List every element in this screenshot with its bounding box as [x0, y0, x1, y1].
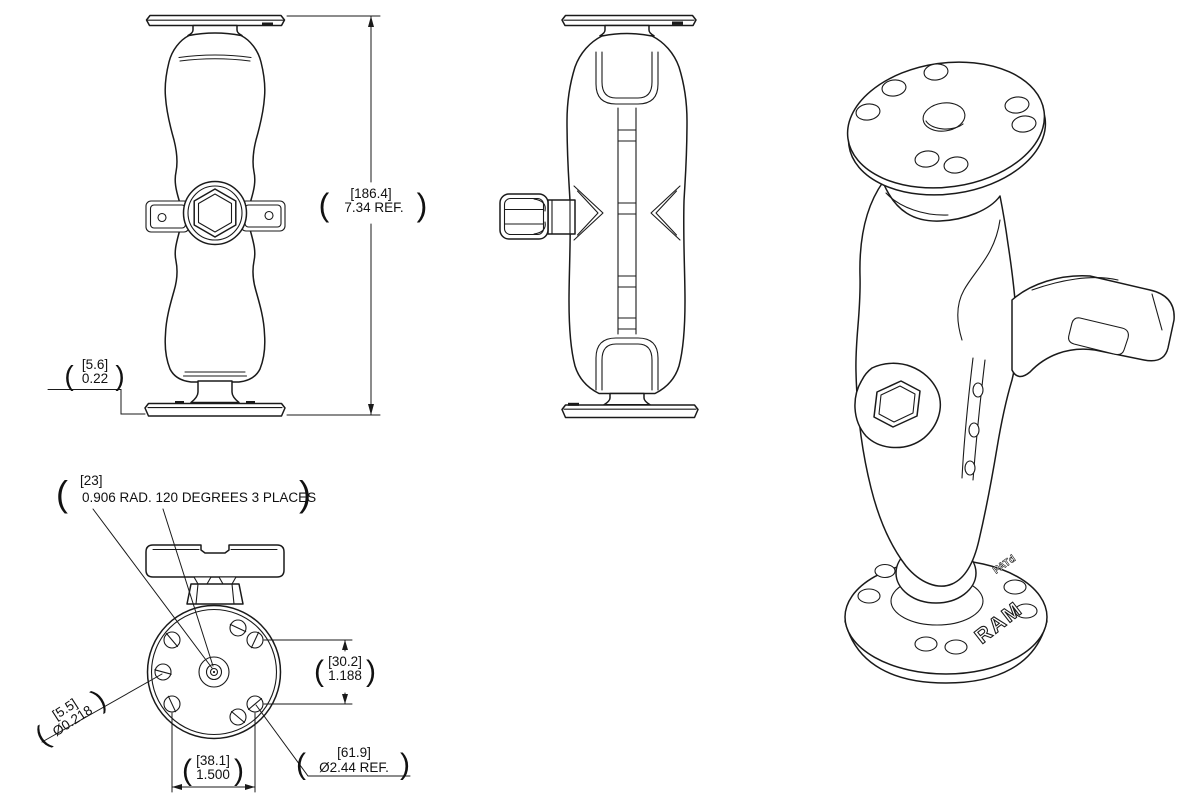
iso-hex-boss [854, 362, 942, 449]
paren: ( [64, 360, 74, 391]
dimension-hole-spacing-width: ( [38.1] 1.500 ) [171, 712, 256, 793]
paren: ( [296, 748, 306, 781]
dimension-hole-spacing-height: ( [30.2] 1.188 ) [263, 639, 376, 705]
side-top-stem [599, 24, 655, 37]
paren: ) [234, 754, 244, 787]
front-bottom-ball-seam [182, 371, 248, 377]
paren: ( [56, 473, 68, 514]
bottom-plate-inner [150, 608, 278, 736]
front-top-plate-tab [262, 22, 273, 26]
front-bottom-stem [190, 380, 240, 404]
side-top-socket-cup [595, 51, 659, 105]
paren: ( [314, 655, 324, 688]
hole-spacing-height-metric: [30.2] [328, 654, 362, 669]
dimension-base-diameter: ( [61.9] Ø2.44 REF. ) [255, 704, 411, 781]
plate-thickness-imperial: 0.22 [82, 371, 108, 386]
paren: ) [299, 473, 311, 514]
side-knob-body [499, 193, 549, 240]
dimension-plate-thickness: ( [5.6] 0.22 ) [47, 357, 146, 415]
note-hole-pattern: ( [23] 0.906 RAD. 120 DEGREES 3 PLACES ) [56, 473, 316, 669]
side-right-notch [650, 185, 681, 241]
iso-top-plate [846, 61, 1047, 196]
side-clamp-channel [617, 107, 637, 335]
front-top-ball-seam [178, 54, 252, 62]
side-view [499, 14, 699, 419]
paren: ( [319, 187, 330, 223]
bottom-view [145, 544, 285, 740]
paren: ) [366, 655, 376, 688]
iso-arm-seam [957, 219, 1001, 341]
paren: ( [182, 754, 192, 787]
side-bottom-socket-cup [595, 337, 659, 391]
side-left-notch [573, 185, 604, 241]
base-diameter-metric: [61.9] [337, 745, 371, 760]
iso-bolt-channel [961, 357, 986, 481]
side-knob [499, 193, 576, 240]
bottom-screw-holes [154, 619, 264, 726]
base-diameter-imperial: Ø2.44 REF. [319, 760, 389, 775]
front-bottom-plate [144, 402, 286, 417]
side-bottom-stem [603, 392, 651, 406]
hole-pattern-metric: [23] [80, 473, 103, 488]
side-bottom-plate [561, 404, 699, 419]
iso-knob-handle [1011, 275, 1175, 378]
paren: ) [417, 187, 428, 223]
front-view [144, 14, 286, 417]
front-knob-right-hole [264, 210, 274, 221]
overall-height-imperial: 7.34 REF. [344, 200, 403, 215]
plate-thickness-metric: [5.6] [82, 357, 108, 372]
paren: ) [400, 748, 410, 781]
bottom-knob [145, 544, 285, 605]
isometric-view: RAM PATd [844, 61, 1175, 684]
hole-spacing-width-imperial: 1.500 [196, 767, 230, 782]
hole-spacing-width-metric: [38.1] [196, 753, 230, 768]
hole-pattern-imperial: 0.906 RAD. 120 DEGREES 3 PLACES [82, 490, 316, 505]
iso-arm-body [855, 181, 1018, 587]
dimension-screw-hole-diameter: ( [5.5] Ø0.218 ) [29, 673, 163, 751]
hole-spacing-height-imperial: 1.188 [328, 668, 362, 683]
bottom-knob-neck [186, 583, 244, 605]
overall-height-metric: [186.4] [350, 186, 391, 201]
dimension-overall-height: ( [186.4] 7.34 REF. ) [286, 15, 428, 416]
front-knob [145, 180, 286, 246]
iso-center-hole [922, 102, 966, 132]
paren: ) [115, 360, 124, 391]
front-knob-left-hole [157, 212, 167, 223]
